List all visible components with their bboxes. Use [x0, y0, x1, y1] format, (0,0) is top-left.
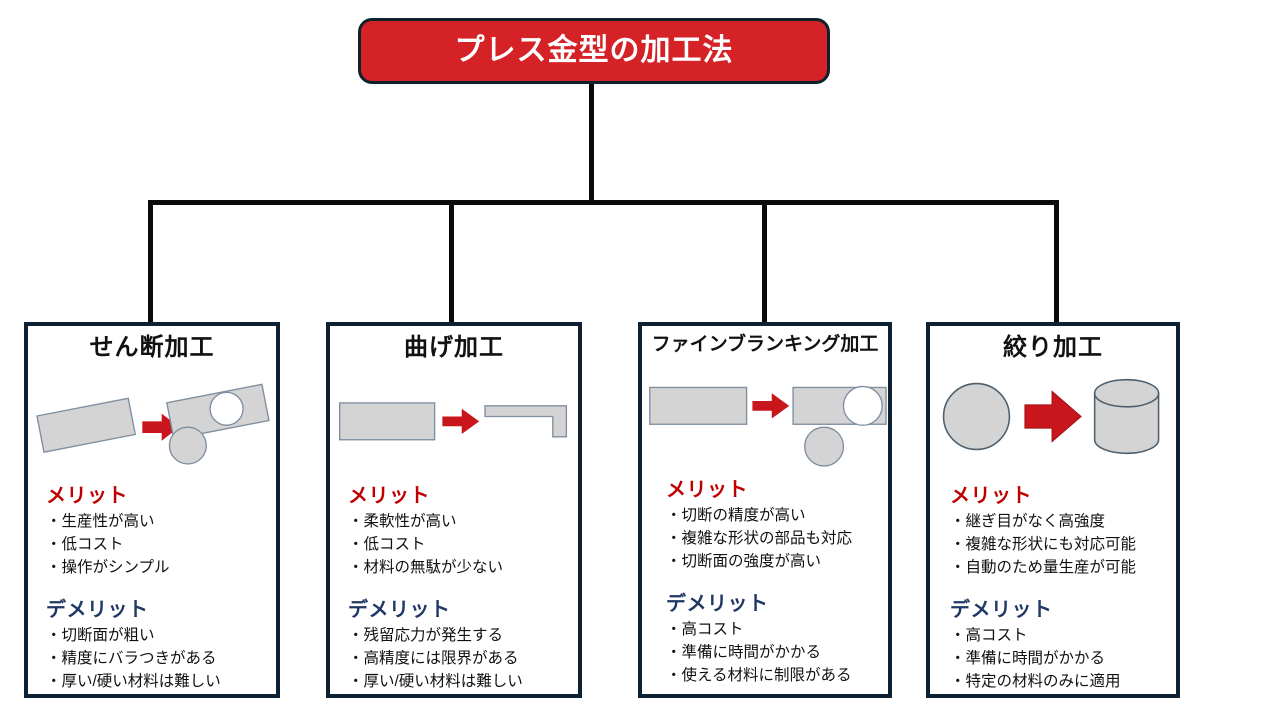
red-arrow-icon: [1024, 390, 1082, 443]
list-item: ・使える材料に制限がある: [666, 667, 852, 684]
list-item: ・材料の無駄が少ない: [348, 559, 504, 576]
list-item: ・高精度には限界がある: [348, 650, 519, 667]
demerit-heading: デメリット: [46, 599, 149, 621]
list-item: ・厚い/硬い材料は難しい: [348, 673, 523, 690]
connector-horizontal-bar: [148, 200, 1059, 205]
list-item: ・低コスト: [46, 536, 124, 553]
list-item: ・準備に時間がかかる: [666, 644, 822, 661]
merit-list: ・継ぎ目がなく高強度 ・複雑な形状にも対応可能 ・自動のため量生産が可能: [950, 510, 1168, 579]
card-lists: メリット ・継ぎ目がなく高強度 ・複雑な形状にも対応可能 ・自動のため量生産が可…: [950, 484, 1168, 693]
demerit-list: ・高コスト ・準備に時間がかかる ・特定の材料のみに適用: [950, 624, 1168, 693]
demerit-list: ・高コスト ・準備に時間がかかる ・使える材料に制限がある: [666, 618, 880, 687]
card-lists: メリット ・切断の精度が高い ・複雑な形状の部品も対応 ・切断面の強度が高い デ…: [666, 478, 880, 687]
merit-heading: メリット: [348, 485, 430, 507]
list-item: ・自動のため量生産が可能: [950, 559, 1137, 576]
list-item: ・継ぎ目がなく高強度: [950, 513, 1106, 530]
demerit-heading: デメリット: [950, 599, 1053, 621]
process-card-fine-blanking[interactable]: ファインブランキング加工 メリット ・切断の精: [638, 322, 892, 698]
merit-heading: メリット: [46, 485, 128, 507]
connector-stem: [589, 84, 594, 204]
red-arrow-icon: [442, 408, 480, 434]
list-item: ・厚い/硬い材料は難しい: [46, 673, 221, 690]
process-card-shearing[interactable]: せん断加工 メリット ・生産性が高い: [24, 322, 280, 698]
illustration-shearing: [28, 372, 276, 492]
list-item: ・低コスト: [348, 536, 426, 553]
blank-disc: [942, 382, 1011, 451]
illustration-fine-blanking: [642, 372, 888, 492]
flat-plate: [339, 402, 436, 441]
connector-drop-1: [148, 200, 153, 322]
list-item: ・準備に時間がかかる: [950, 650, 1106, 667]
demerit-heading: デメリット: [666, 593, 769, 615]
list-item: ・精度にバラつきがある: [46, 650, 217, 667]
demerit-list: ・切断面が粗い ・精度にバラつきがある ・厚い/硬い材料は難しい: [46, 624, 268, 693]
list-item: ・残留応力が発生する: [348, 627, 504, 644]
merit-list: ・柔軟性が高い ・低コスト ・材料の無駄が少ない: [348, 510, 570, 579]
flat-plate: [649, 386, 748, 425]
card-title: せん断加工: [89, 334, 215, 361]
merit-heading: メリット: [666, 479, 748, 501]
merit-list: ・切断の精度が高い ・複雑な形状の部品も対応 ・切断面の強度が高い: [666, 504, 880, 573]
list-item: ・切断の精度が高い: [666, 507, 806, 524]
list-item: ・切断面の強度が高い: [666, 553, 822, 570]
connector-drop-4: [1054, 200, 1059, 322]
connector-drop-2: [449, 200, 454, 322]
process-card-deep-drawing[interactable]: 絞り加工 メリット ・継ぎ目がなく高強度 ・複雑な形状にも対応可能 ・自: [926, 322, 1180, 698]
diagram-title-box: プレス金型の加工法: [358, 18, 830, 84]
list-item: ・複雑な形状の部品も対応: [666, 530, 853, 547]
list-item: ・生産性が高い: [46, 513, 155, 530]
card-title: 絞り加工: [1003, 334, 1103, 361]
merit-list: ・生産性が高い ・低コスト ・操作がシンプル: [46, 510, 268, 579]
card-title: ファインブランキング加工: [651, 334, 879, 355]
list-item: ・特定の材料のみに適用: [950, 673, 1121, 690]
blank-plate: [36, 397, 137, 453]
list-item: ・高コスト: [666, 621, 744, 638]
list-item: ・高コスト: [950, 627, 1028, 644]
drawn-cylinder: [1093, 378, 1160, 455]
list-item: ・切断面が粗い: [46, 627, 155, 644]
page-title: プレス金型の加工法: [454, 34, 734, 67]
bent-l-part: [484, 405, 568, 438]
card-title: 曲げ加工: [404, 334, 504, 361]
red-arrow-icon: [752, 393, 790, 419]
process-card-bending[interactable]: 曲げ加工 メリット ・柔軟性が高い ・低コスト ・材料の無駄が少ない: [326, 322, 582, 698]
slug-disc: [168, 426, 207, 465]
illustration-deep-drawing: [930, 372, 1176, 492]
slug-disc: [804, 426, 845, 467]
pierced-plate: [166, 383, 270, 440]
pierced-plate: [792, 385, 887, 426]
illustration-bending: [330, 372, 578, 492]
list-item: ・柔軟性が高い: [348, 513, 457, 530]
connector-drop-3: [762, 200, 767, 322]
demerit-list: ・残留応力が発生する ・高精度には限界がある ・厚い/硬い材料は難しい: [348, 624, 570, 693]
list-item: ・操作がシンプル: [46, 559, 170, 576]
card-lists: メリット ・柔軟性が高い ・低コスト ・材料の無駄が少ない デメリット ・残留応…: [348, 484, 570, 693]
demerit-heading: デメリット: [348, 599, 451, 621]
merit-heading: メリット: [950, 485, 1032, 507]
card-lists: メリット ・生産性が高い ・低コスト ・操作がシンプル デメリット ・切断面が粗…: [46, 484, 268, 693]
list-item: ・複雑な形状にも対応可能: [950, 536, 1137, 553]
